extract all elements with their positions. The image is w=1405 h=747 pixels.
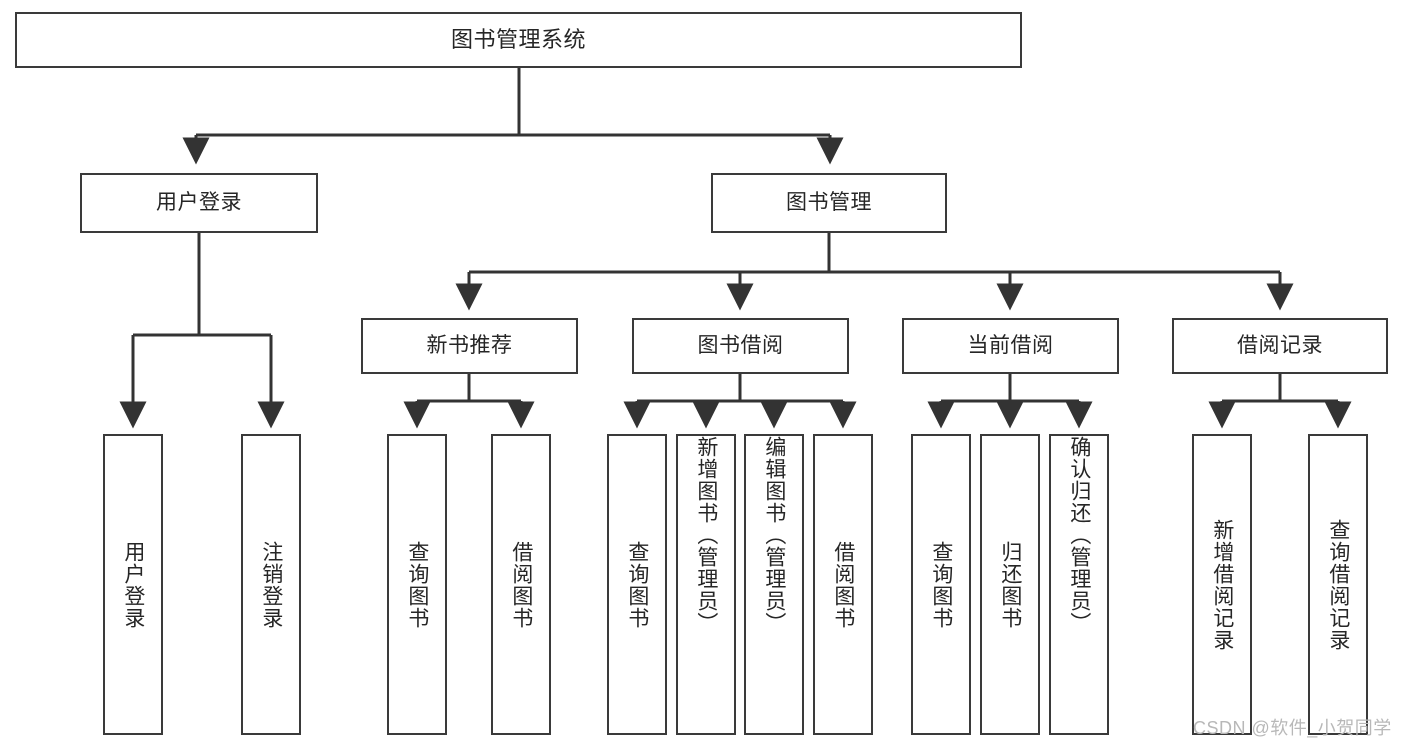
- node-user-login[interactable]: 用户登录: [80, 173, 318, 233]
- node-borrow-record[interactable]: 借阅记录: [1172, 318, 1388, 374]
- node-label: 用户登录: [156, 190, 242, 214]
- node-label: 借阅记录: [1237, 333, 1323, 357]
- leaf-borrow-add-book[interactable]: 新增图书（管理员）: [676, 434, 736, 735]
- node-root-system[interactable]: 图书管理系统: [15, 12, 1022, 68]
- leaf-recommend-query-book[interactable]: 查询图书: [387, 434, 447, 735]
- leaf-current-return-book[interactable]: 归还图书: [980, 434, 1040, 735]
- node-label: 查询图书: [929, 540, 953, 629]
- node-label: 归还图书: [998, 540, 1022, 629]
- node-label: 确认归还（管理员）: [1067, 436, 1091, 634]
- leaf-record-query-record[interactable]: 查询借阅记录: [1308, 434, 1368, 735]
- leaf-recommend-borrow-book[interactable]: 借阅图书: [491, 434, 551, 735]
- node-label: 注销登录: [259, 540, 283, 629]
- node-current-borrow[interactable]: 当前借阅: [902, 318, 1119, 374]
- node-label: 新书推荐: [426, 333, 513, 357]
- node-label: 图书管理: [786, 190, 872, 214]
- node-book-management[interactable]: 图书管理: [711, 173, 947, 233]
- leaf-user-login-login[interactable]: 用户登录: [103, 434, 163, 735]
- node-label: 图书借阅: [697, 333, 784, 357]
- node-label: 借阅图书: [831, 540, 855, 629]
- node-new-book-recommend[interactable]: 新书推荐: [361, 318, 578, 374]
- csdn-watermark: CSDN @软件_小贺同学: [1193, 718, 1392, 738]
- node-label: 新增图书（管理员）: [694, 436, 718, 634]
- node-label: 用户登录: [121, 540, 145, 629]
- node-label: 编辑图书（管理员）: [762, 436, 786, 634]
- node-label: 新增借阅记录: [1210, 518, 1234, 651]
- leaf-borrow-borrow-book[interactable]: 借阅图书: [813, 434, 873, 735]
- node-label: 查询借阅记录: [1326, 518, 1350, 651]
- node-book-borrow[interactable]: 图书借阅: [632, 318, 849, 374]
- node-label: 查询图书: [405, 540, 429, 629]
- node-label: 借阅图书: [509, 540, 533, 629]
- node-label: 查询图书: [625, 540, 649, 629]
- leaf-user-login-logout[interactable]: 注销登录: [241, 434, 301, 735]
- leaf-borrow-query-book[interactable]: 查询图书: [607, 434, 667, 735]
- leaf-current-query-book[interactable]: 查询图书: [911, 434, 971, 735]
- leaf-borrow-edit-book[interactable]: 编辑图书（管理员）: [744, 434, 804, 735]
- leaf-record-add-record[interactable]: 新增借阅记录: [1192, 434, 1252, 735]
- leaf-current-confirm-return[interactable]: 确认归还（管理员）: [1049, 434, 1109, 735]
- node-label: 当前借阅: [967, 333, 1054, 357]
- node-label: 图书管理系统: [450, 27, 586, 53]
